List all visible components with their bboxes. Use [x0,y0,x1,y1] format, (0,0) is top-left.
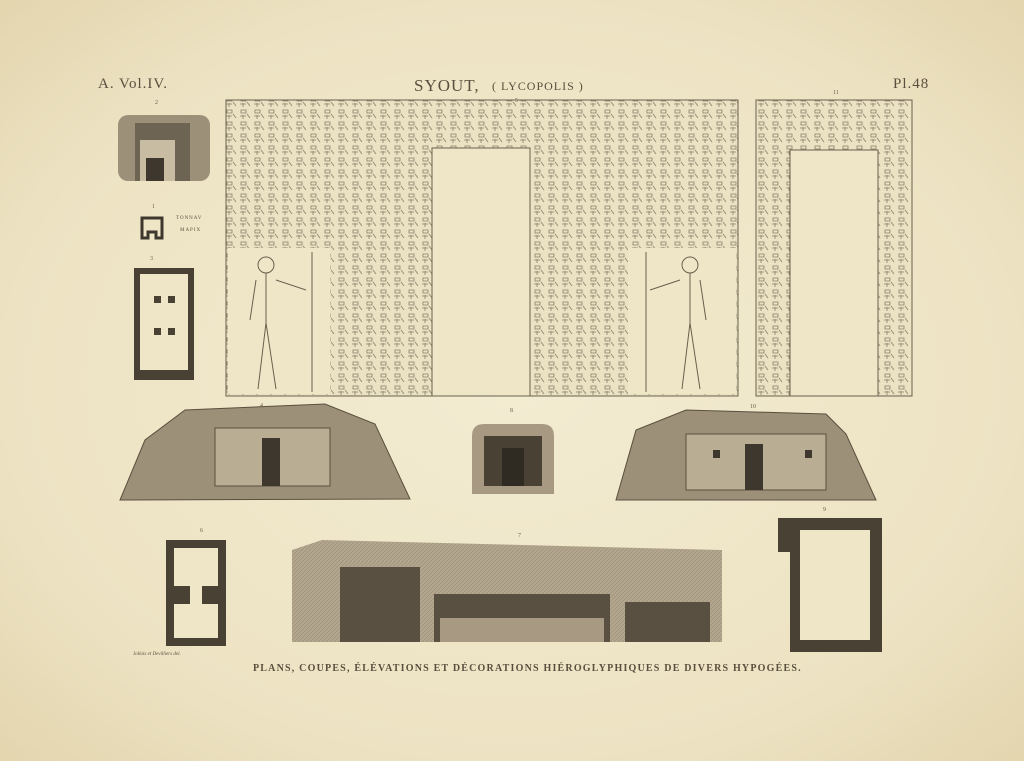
plate-number: Pl.48 [893,76,930,92]
figure-1-plan [140,216,164,240]
scale-label: MAPIX [180,228,202,233]
figure-number: 4 [260,403,263,409]
scale-label: TONNAV [176,216,203,221]
figure-4-rock-tomb [119,403,411,501]
figure-8-niche [472,424,554,494]
figure-3-plan [134,268,194,380]
figure-number: 8 [510,408,513,414]
figure-9-plan [778,518,882,652]
figure-5-hieroglyphic-wall [225,99,739,397]
figure-number: 10 [750,404,756,410]
figure-number: 7 [518,533,521,539]
figure-10-rock-tomb [615,409,877,501]
figure-2-tomb-facade [118,115,210,181]
engraver-signature: Jollois et Devilliers del. [133,652,181,657]
figure-number: 3 [150,256,153,262]
figure-number: 2 [155,100,158,106]
plate-caption: PLANS, COUPES, ÉLÉVATIONS ET DÉCORATIONS… [253,663,802,674]
figure-number: 11 [833,90,839,96]
figure-number: 5 [515,98,518,104]
figure-number: 1 [152,204,155,210]
volume-label: A. Vol.IV. [98,76,169,92]
figure-7-section [292,540,722,642]
figure-6-plan [166,540,226,646]
plate-subtitle: ( LYCOPOLIS ) [492,79,584,93]
figure-number: 6 [200,528,203,534]
figure-11-doorway [755,99,913,397]
plate-title: SYOUT, [414,76,480,95]
figure-number: 9 [823,507,826,513]
